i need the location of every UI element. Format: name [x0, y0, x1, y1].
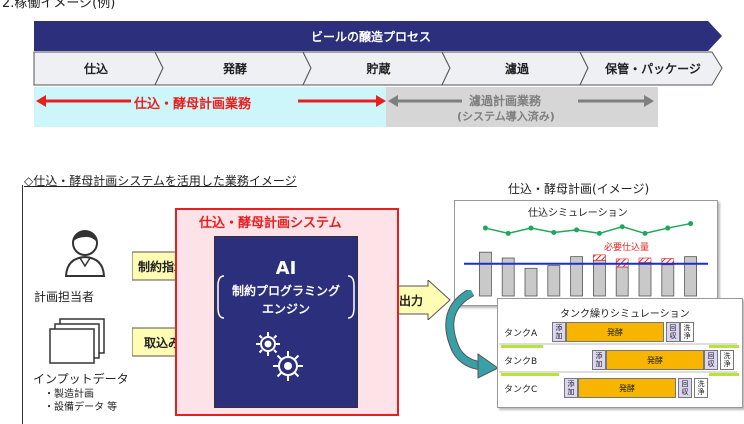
chart-point	[642, 230, 648, 236]
step-label-4: 濾過	[504, 62, 529, 76]
planner-label: 計画担当者	[34, 290, 95, 304]
ferment-block: 発酵	[566, 322, 664, 342]
section-title: ◇仕込・酵母計画システムを活用した業務イメージ	[24, 174, 297, 188]
person-icon	[64, 230, 106, 277]
wash-block: 洗浄	[720, 350, 734, 370]
wash-block: 洗浄	[680, 322, 694, 342]
grey-arrow-right-head	[644, 95, 654, 107]
process-diagram	[33, 21, 723, 127]
engine-label-2: エンジン	[261, 302, 310, 316]
input-data-item-1: ・製造計画	[44, 389, 94, 400]
ferment-block: 発酵	[606, 350, 704, 370]
curved-arrow	[445, 290, 499, 379]
system-title: 仕込・酵母計画システム	[199, 216, 342, 231]
ai-engine-box	[214, 236, 358, 408]
chart-bar-shortfall	[638, 257, 652, 263]
chart-bar	[615, 266, 629, 297]
scope-right-area	[386, 87, 658, 127]
section-left-border	[22, 185, 23, 424]
chart-point	[596, 230, 602, 236]
ferment-block: 発酵	[578, 378, 676, 398]
collect-block: 回収	[666, 322, 680, 342]
chart-bar	[524, 267, 538, 297]
collect-block: 回収	[704, 350, 718, 370]
chart-point	[665, 225, 671, 231]
red-arrow-right-head	[376, 95, 386, 107]
chart-point	[551, 230, 557, 236]
tank-name: タンクA	[504, 329, 538, 339]
chart-bar	[547, 265, 561, 297]
tank-row-b: タンクB 添加 発酵 回収 洗浄	[500, 350, 738, 370]
import-arrow-label: 取込み	[143, 335, 180, 350]
engine-brackets	[217, 275, 355, 319]
step-label-3: 貯蔵	[366, 62, 391, 76]
simulation-chart	[464, 221, 708, 297]
gears-icon	[256, 332, 303, 381]
add-block: 添加	[552, 322, 566, 342]
documents-icon	[49, 318, 105, 364]
chart-point	[619, 224, 625, 230]
required-label: 必要仕込量	[604, 243, 650, 253]
tank-row-c: タンクC 添加 発酵 回収 洗浄	[500, 378, 738, 398]
chart-bar	[638, 262, 652, 297]
ai-label: AI	[275, 258, 297, 279]
chart-line	[485, 222, 691, 235]
red-arrow-left-head	[36, 95, 46, 107]
input-data-item-2: ・設備データ 等	[44, 402, 118, 413]
tank-name: タンクB	[504, 357, 538, 367]
scope-right-sublabel: (システム導入済み)	[457, 110, 555, 123]
engine-label-1: 制約プログラミング	[231, 284, 340, 298]
chart-bar-shortfall	[593, 254, 606, 261]
step-label-2: 発酵	[222, 62, 247, 76]
chart-bar	[570, 256, 583, 297]
scope-left-label: 仕込・酵母計画業務	[134, 97, 252, 112]
tank-row-a: タンクA 添加 発酵 回収 洗浄	[500, 322, 738, 342]
chart-point	[482, 225, 488, 231]
step-label-1: 仕込	[83, 62, 108, 76]
chart-bar	[501, 257, 515, 297]
constraint-arrow-label: 制約指示	[137, 259, 186, 274]
sim-title: 仕込シミュレーション	[528, 208, 628, 219]
chart-point	[688, 221, 694, 227]
tank-sim-title: タンク繰りシミュレーション	[560, 309, 690, 320]
add-block: 添加	[592, 350, 606, 370]
scope-right-label: 濾過計画業務	[469, 94, 542, 108]
chart-point	[505, 230, 511, 236]
tank-guides	[499, 343, 739, 376]
grey-arrow-left-head	[388, 95, 398, 107]
top-caption: 2.稼働イメージ(例)	[2, 0, 116, 11]
chart-bar	[592, 259, 606, 297]
chart-bar	[661, 264, 675, 297]
collect-block: 回収	[678, 378, 692, 398]
input-data-label: インプットデータ	[33, 372, 129, 386]
step-chevron-5	[579, 51, 723, 86]
chart-bar	[684, 256, 698, 297]
add-block: 添加	[564, 378, 578, 398]
plan-title: 仕込・酵母計画(イメージ)	[508, 182, 650, 196]
step-label-5: 保管・パッケージ	[605, 62, 701, 76]
chart-point	[528, 225, 534, 231]
tank-name: タンクC	[504, 385, 538, 395]
process-title: ビールの醸造プロセス	[310, 29, 431, 44]
scope-left-area	[34, 87, 386, 127]
process-banner	[34, 21, 722, 51]
chart-point	[574, 227, 580, 233]
wash-block: 洗浄	[694, 378, 708, 398]
